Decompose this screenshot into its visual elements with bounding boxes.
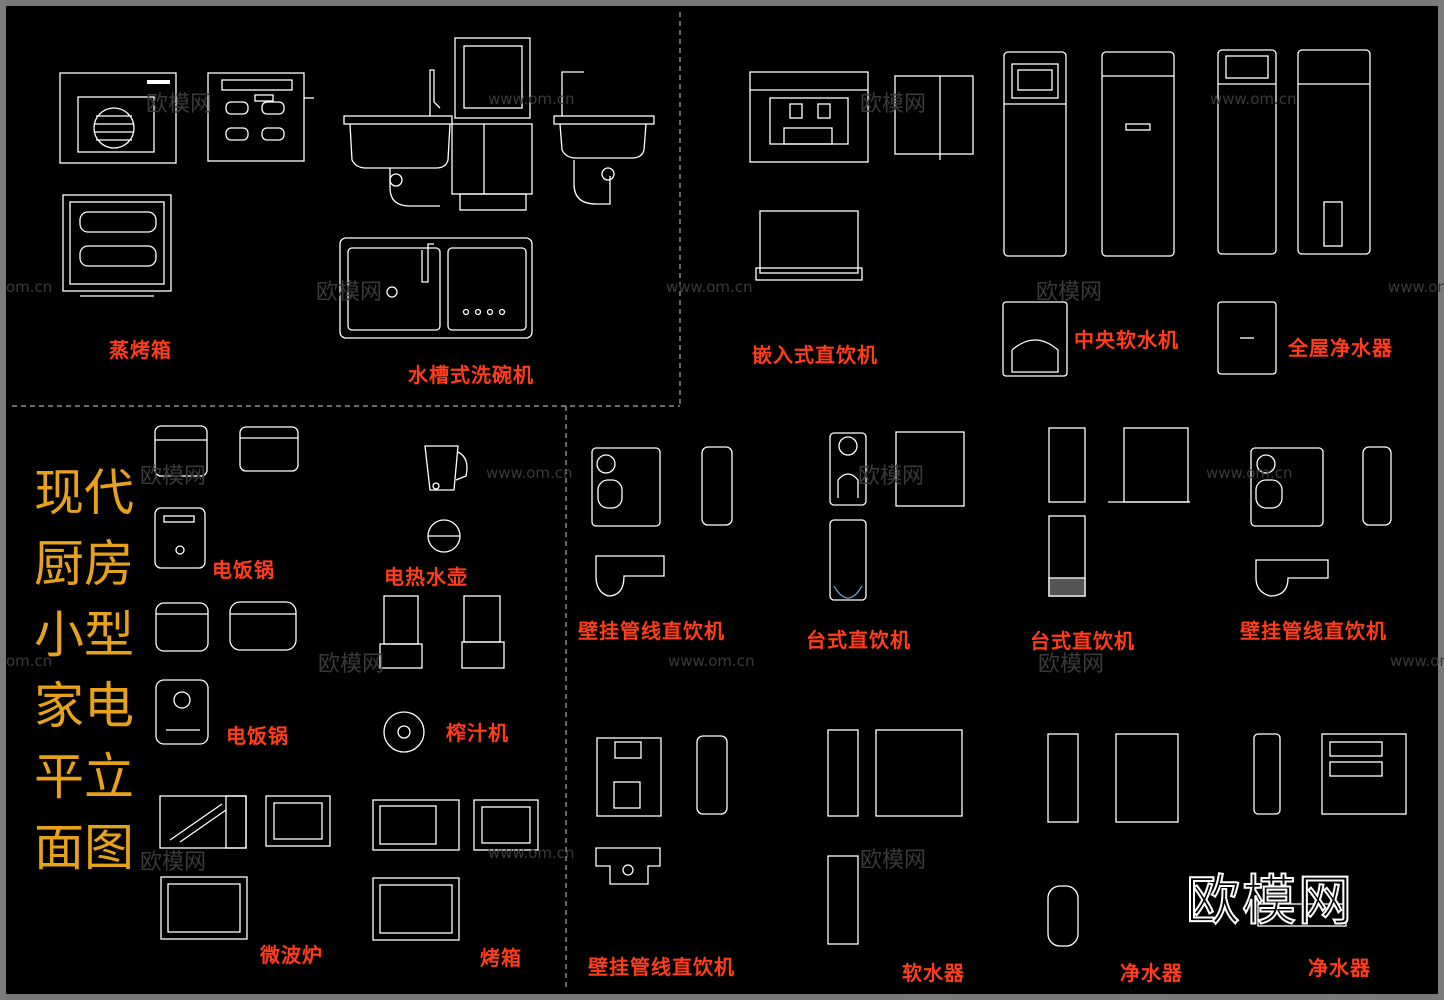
label-wall-dispenser: 壁挂管线直饮机 [1240,619,1387,643]
label-purifier: 净水器 [1120,961,1183,985]
watermark: www.om.cn [488,90,575,108]
title-line: 家电 [34,677,134,735]
watermark: om.cn [6,278,53,296]
cad-linework [12,12,1407,990]
watermark: 欧模网 [1036,280,1103,305]
title-line: 小型 [34,606,134,664]
label-softener: 软水器 [902,961,965,985]
steam-oven-drawings [59,72,314,297]
watermark: www.om.cn [488,844,575,862]
label-desktop-dispenser: 台式直饮机 [806,628,911,652]
watermark: www.om.cn [666,278,753,296]
label-steam-oven: 蒸烤箱 [109,338,172,362]
watermark: www.om.cn [486,464,573,482]
title-line: 厨房 [34,535,134,593]
label-wall-dispenser: 壁挂管线直饮机 [578,619,725,643]
microwave-oven-drawings [159,795,539,941]
label-rice-cooker: 电饭锅 [226,724,289,748]
watermark: 欧模网 [140,850,207,875]
label-sink-dishwasher: 水槽式洗碗机 [408,363,534,387]
watermark: www.om.cn [668,652,755,670]
title-line: 平立 [34,748,134,806]
watermark: 欧模网 [858,464,925,489]
watermark: 欧模网 [860,92,927,117]
label-central-softener: 中央软水机 [1074,328,1179,352]
sink-dishwasher-drawings [339,37,655,339]
watermark: 欧模网 [146,92,213,117]
dispenser-drawings [591,427,1407,947]
softener-purifier-drawings [1002,49,1371,377]
label-kettle: 电热水壶 [384,565,468,589]
watermark: www.om.cn [1210,90,1297,108]
small-appliance-drawings [154,425,505,753]
label-wall-dispenser: 壁挂管线直饮机 [588,955,735,979]
label-builtin-dispenser: 嵌入式直饮机 [752,343,878,367]
brand-logo: 欧模网 [1185,868,1354,933]
watermark: 欧模网 [860,848,927,873]
drawing-title: 现代 厨房 小型 家电 平立 面图 [34,458,134,884]
label-rice-cooker: 电饭锅 [212,558,275,582]
label-oven: 烤箱 [480,946,522,970]
label-microwave: 微波炉 [260,943,323,967]
label-whole-house-purifier: 全屋净水器 [1288,336,1393,360]
drawing-sheet: 欧模网 www.om.cn 欧模网 www.om.cn 欧模网 www.om.c… [6,6,1444,994]
label-purifier: 净水器 [1308,956,1371,980]
label-desktop-dispenser: 台式直饮机 [1030,629,1135,653]
label-juicer: 榨汁机 [446,721,509,745]
watermark: 欧模网 [316,280,383,305]
watermark: www.om.cn [1388,278,1444,296]
section-dividers [12,12,681,990]
title-line: 面图 [34,819,134,877]
watermark: 欧模网 [318,652,385,677]
watermark: www.om.cn [1390,652,1444,670]
builtin-dispenser-drawings [749,71,974,281]
watermark: om.cn [6,652,53,670]
watermark: 欧模网 [140,464,207,489]
title-line: 现代 [34,464,134,522]
watermark: www.om.cn [1206,464,1293,482]
watermark: 欧模网 [1038,652,1105,677]
